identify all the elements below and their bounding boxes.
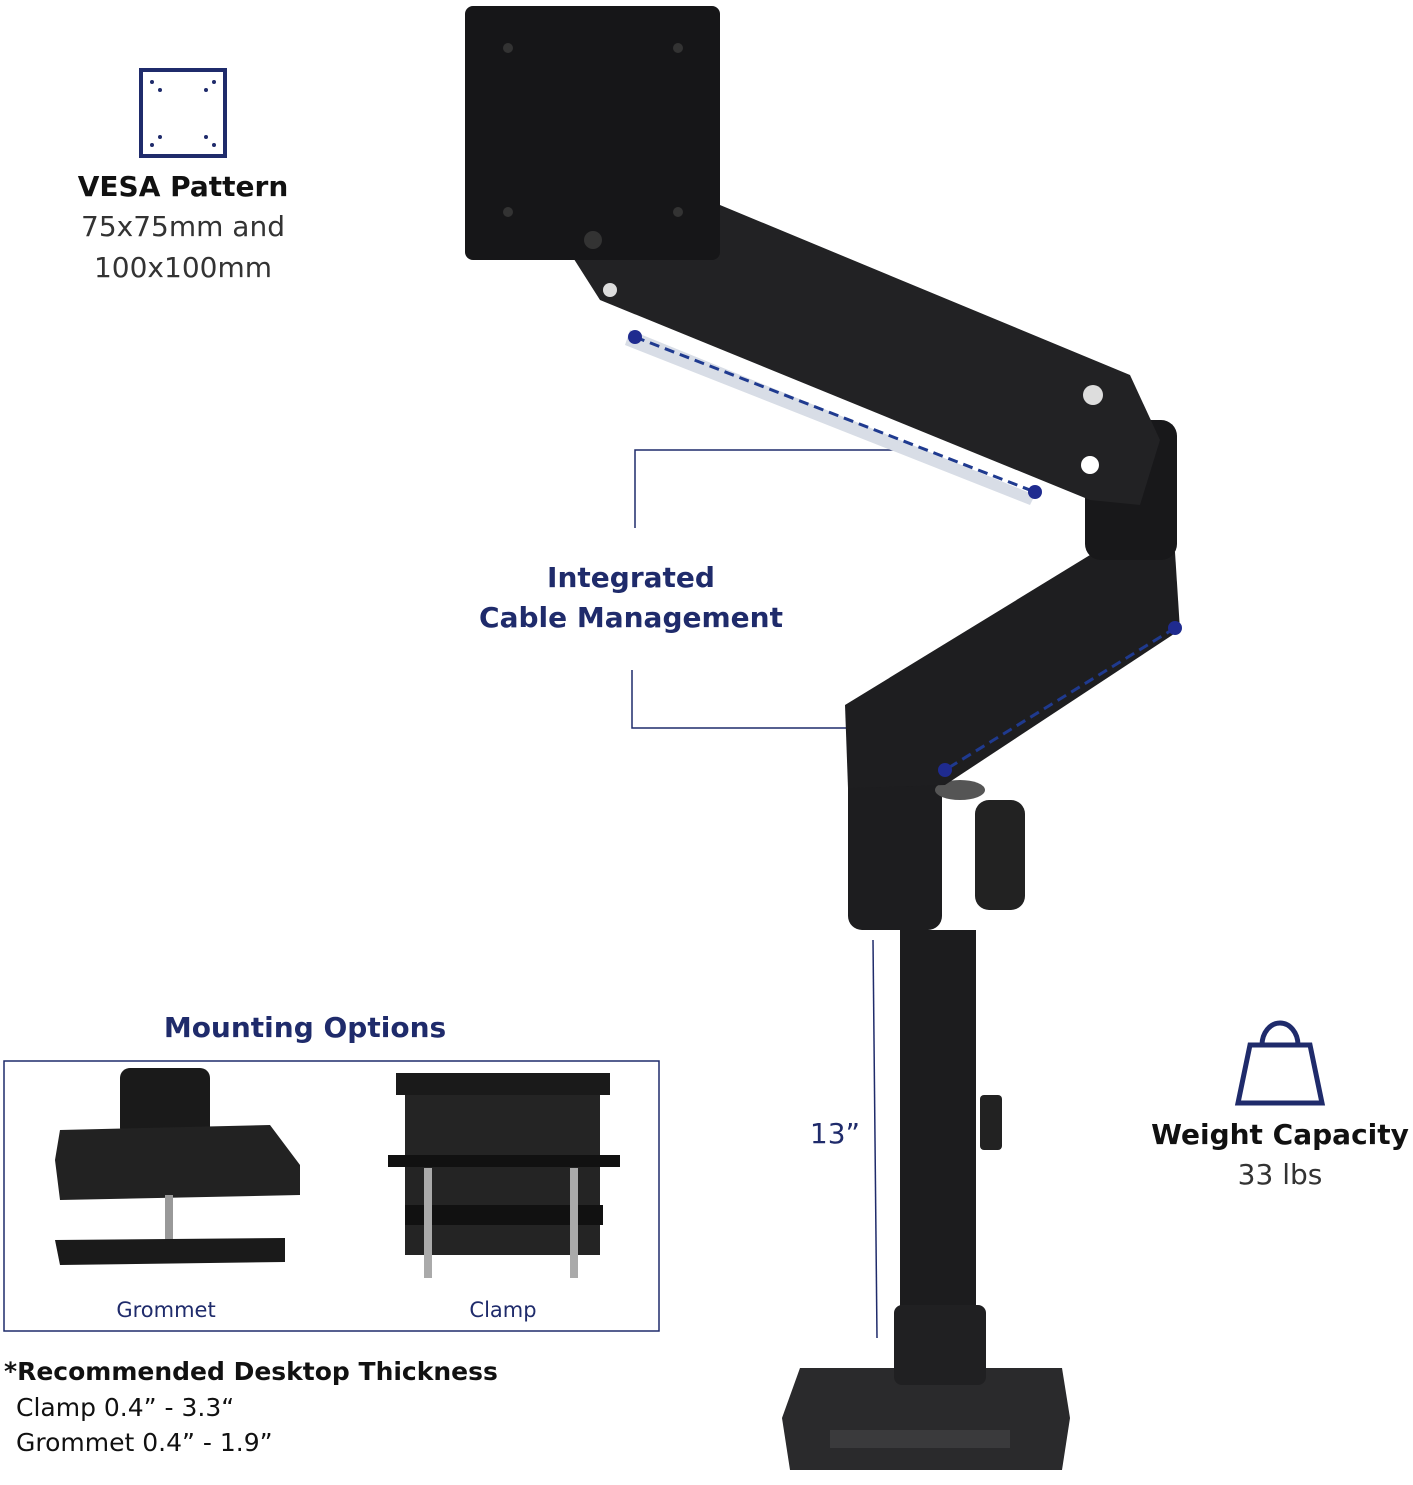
mounting-options-title: Mounting Options	[163, 1011, 447, 1044]
cable-route-dots	[628, 330, 1182, 777]
vesa-plate	[465, 6, 720, 260]
thickness-grommet: Grommet 0.4” - 1.9”	[16, 1428, 273, 1457]
mounting-options-box	[3, 1060, 660, 1332]
grommet-label: Grommet	[116, 1298, 216, 1322]
clamp-label: Clamp	[469, 1298, 537, 1322]
clamp-image	[388, 1073, 620, 1278]
cable-management-line1: Integrated	[547, 561, 715, 594]
weight-value: 33 lbs	[1237, 1158, 1323, 1191]
lower-arm	[845, 552, 1180, 788]
grommet-image	[55, 1068, 300, 1265]
cable-management-line2: Cable Management	[479, 601, 783, 634]
cable-route-lines	[634, 335, 1176, 772]
pole-height-label: 13”	[809, 1117, 861, 1150]
pole	[894, 930, 1002, 1385]
vesa-title: VESA Pattern	[77, 170, 289, 203]
thickness-title: *Recommended Desktop Thickness	[4, 1357, 498, 1386]
thickness-clamp: Clamp 0.4” - 3.3“	[16, 1393, 235, 1422]
desk-base	[782, 1368, 1070, 1470]
vesa-pattern-icon	[139, 68, 227, 158]
vesa-size-1: 75x75mm and	[81, 210, 285, 243]
vesa-size-2: 100x100mm	[93, 251, 273, 284]
weight-title: Weight Capacity	[1151, 1118, 1409, 1151]
weight-bag-icon	[1234, 1020, 1326, 1106]
